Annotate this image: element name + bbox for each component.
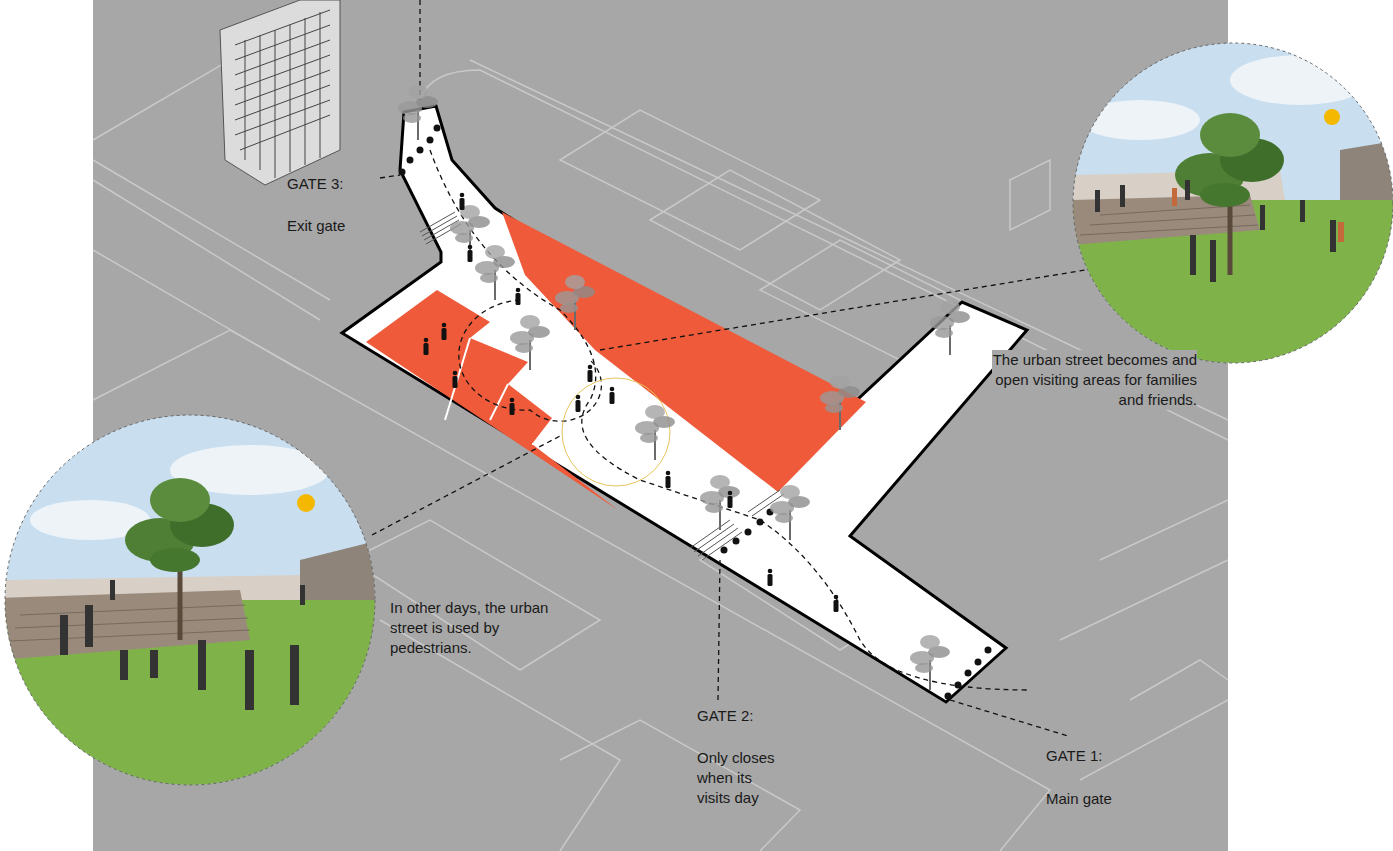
- tower-building: [220, 0, 340, 185]
- urban-street: [342, 106, 1027, 702]
- gate-note: Main gate: [1046, 789, 1156, 809]
- callout-note: The urban street becomes and open visiti…: [992, 350, 1197, 410]
- gate-note: Exit gate: [287, 216, 397, 236]
- people: [424, 193, 839, 612]
- gate-name: GATE 2:: [697, 706, 787, 726]
- callout-note: In other days, the urban street is used …: [390, 598, 585, 658]
- orange-block: [502, 212, 866, 492]
- other-days-view: [0, 410, 380, 800]
- orange-block: [366, 290, 618, 510]
- gate-note: Only closes when its visits day: [697, 748, 775, 808]
- gate-name: GATE 1:: [1046, 746, 1136, 766]
- visit-day-view: [1070, 40, 1393, 370]
- gate-name: GATE 3:: [287, 174, 397, 194]
